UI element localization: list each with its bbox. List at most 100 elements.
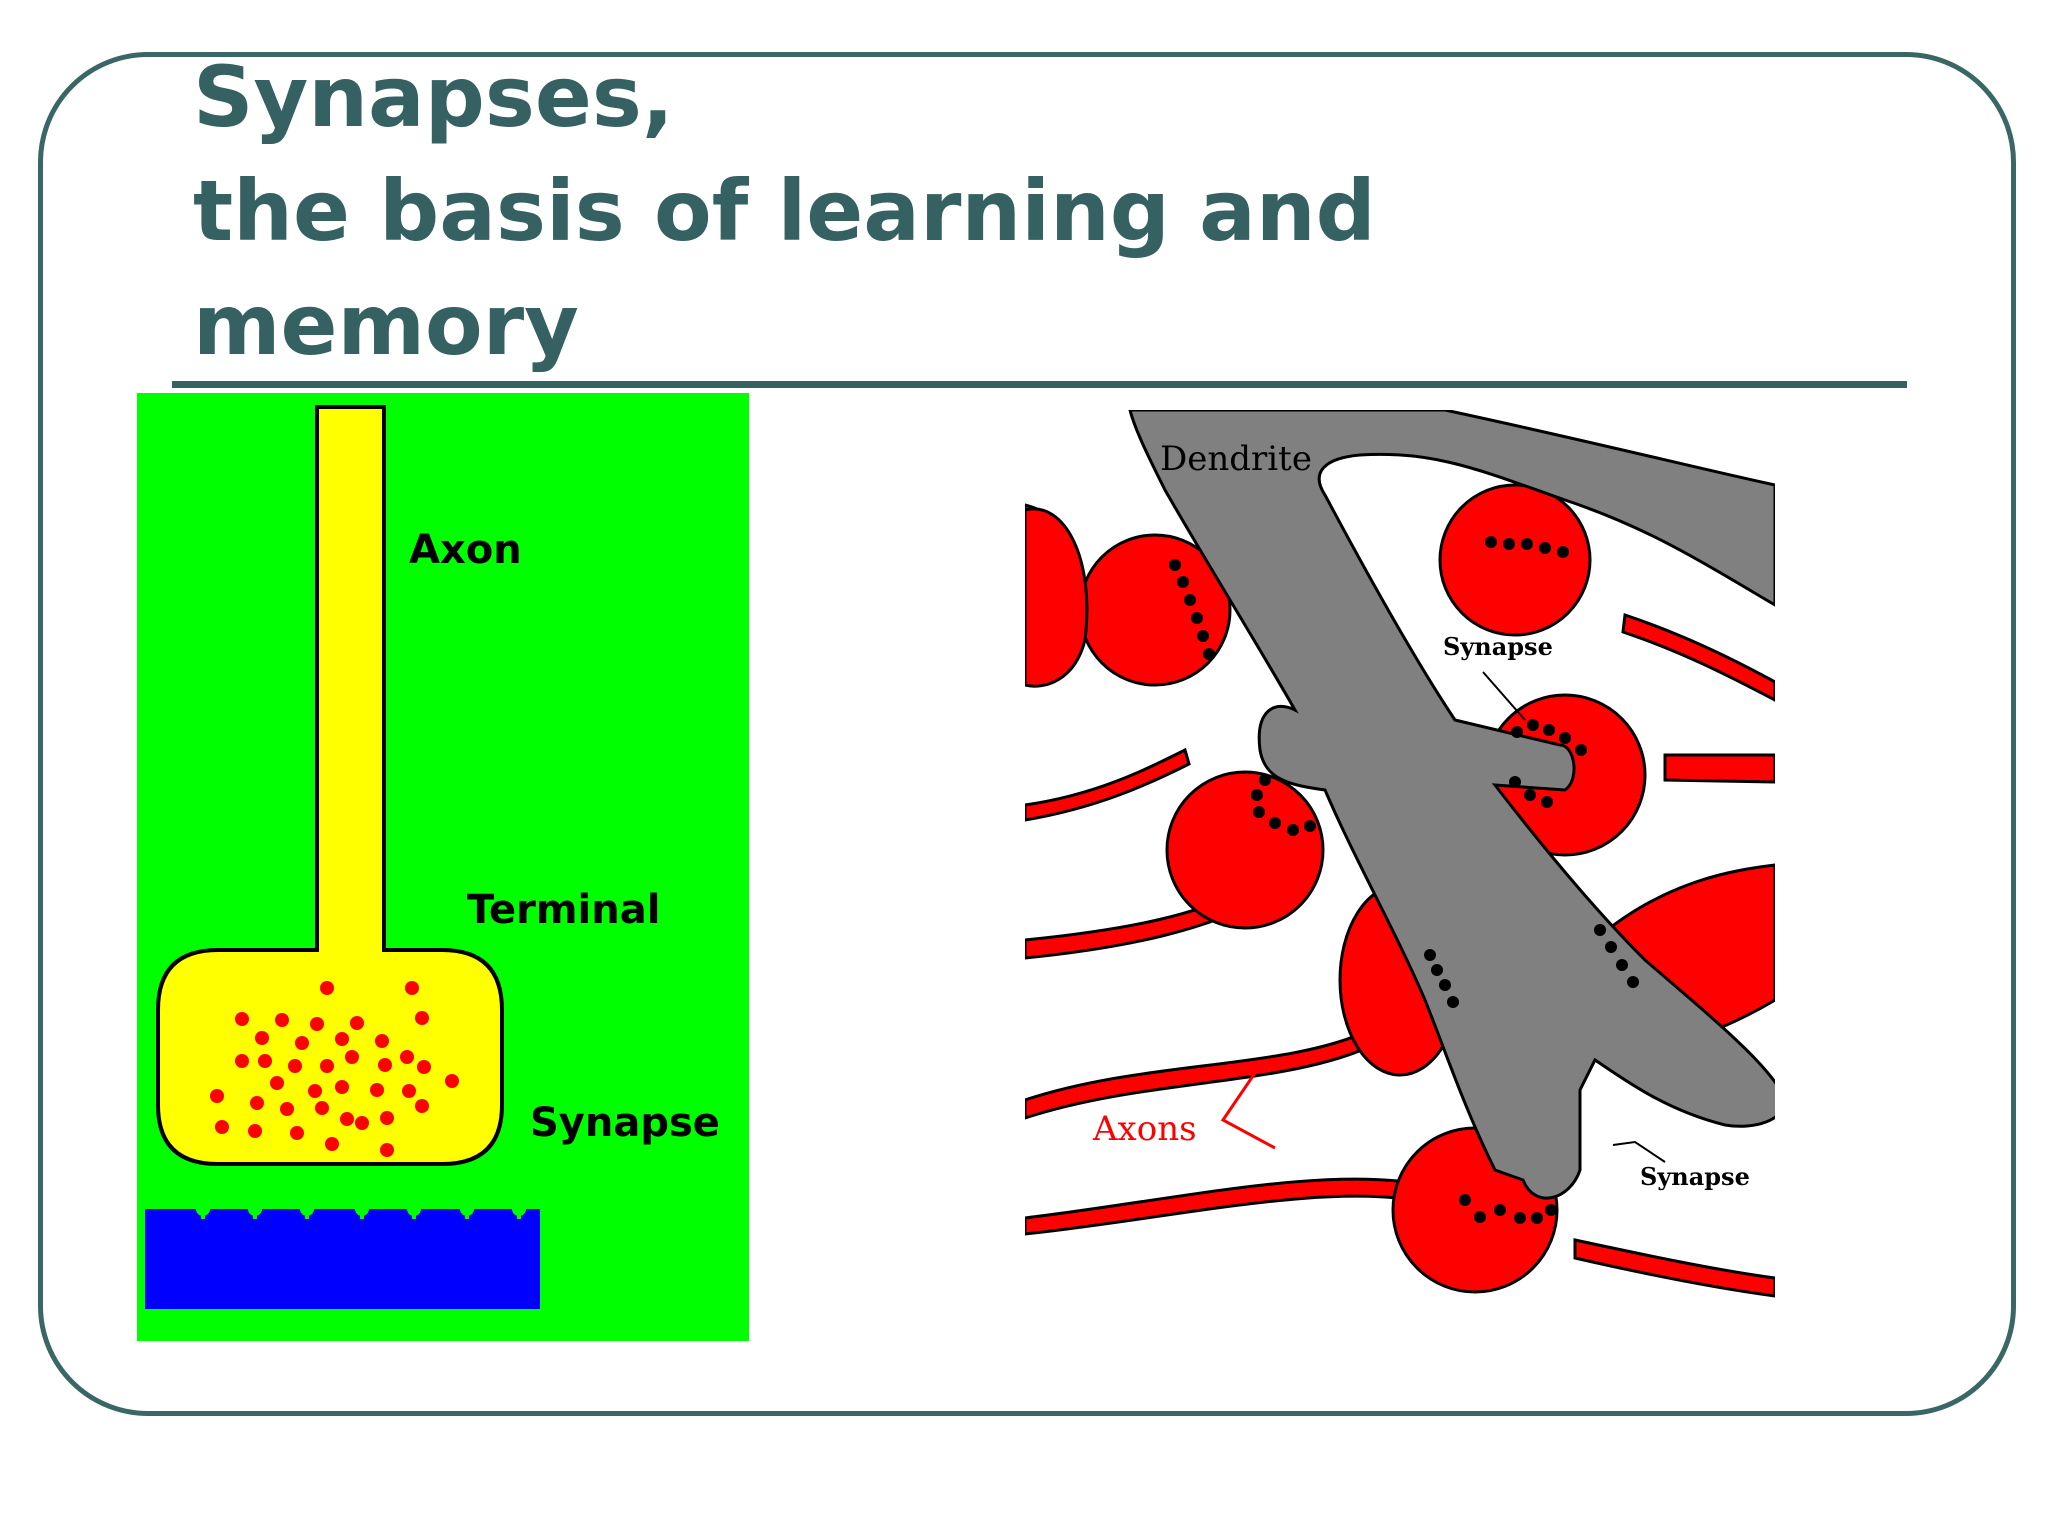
- synaptic-vesicles: [210, 981, 459, 1157]
- cleft-dot: [1527, 719, 1539, 731]
- vesicle: [378, 1058, 392, 1072]
- vesicle: [325, 1137, 339, 1151]
- vesicle: [370, 1083, 384, 1097]
- dendrite-axons-svg: Dendrite Synapse Synapse Axons: [1025, 410, 1775, 1318]
- vesicle: [340, 1112, 354, 1126]
- slide-title: Synapses, the basis of learning and memo…: [193, 40, 1376, 382]
- cleft-dot: [1439, 979, 1451, 991]
- vesicle: [445, 1074, 459, 1088]
- vesicle: [402, 1084, 416, 1098]
- vesicle: [295, 1036, 309, 1050]
- vesicle: [308, 1084, 322, 1098]
- terminal-label: Terminal: [467, 887, 660, 933]
- synapse-pointer-bottom: [1612, 1140, 1666, 1163]
- cleft-dot: [1424, 949, 1436, 961]
- vesicle: [210, 1089, 224, 1103]
- cleft-dot: [1511, 726, 1523, 738]
- vesicle: [258, 1054, 272, 1068]
- receptors: [196, 1202, 526, 1219]
- vesicle: [350, 1016, 364, 1030]
- cleft-dot: [1447, 996, 1459, 1008]
- cleft-dot: [1269, 817, 1281, 829]
- cleft-dot: [1431, 964, 1443, 976]
- axon-label: Axon: [409, 527, 522, 573]
- vesicle: [290, 1126, 304, 1140]
- cleft-dot: [1559, 732, 1571, 744]
- vesicle: [215, 1120, 229, 1134]
- receptor: [460, 1202, 474, 1216]
- cleft-dot: [1524, 789, 1536, 801]
- axons-label: Axons: [1092, 1109, 1197, 1149]
- cleft-dot: [1191, 612, 1203, 624]
- axon-terminal-diagram: Axon Terminal Synapse: [137, 393, 749, 1341]
- cleft-dot: [1287, 824, 1299, 836]
- title-line-2: the basis of learning and: [193, 162, 1376, 260]
- vesicle: [310, 1017, 324, 1031]
- cleft-dot: [1594, 924, 1606, 936]
- vesicle: [270, 1076, 284, 1090]
- cleft-dot: [1575, 744, 1587, 756]
- synapse-label-top: Synapse: [1443, 632, 1553, 661]
- synapse-label-bottom: Synapse: [1640, 1162, 1750, 1191]
- cleft-dot: [1485, 536, 1497, 548]
- vesicle: [315, 1101, 329, 1115]
- cleft-dot: [1177, 576, 1189, 588]
- axon-fiber: [1663, 753, 1775, 784]
- vesicle: [335, 1032, 349, 1046]
- cleft-dot: [1557, 546, 1569, 558]
- cleft-dot: [1509, 776, 1521, 788]
- cleft-dot: [1539, 542, 1551, 554]
- synapse-pointer-top: [1482, 671, 1526, 721]
- cleft-dot: [1541, 796, 1553, 808]
- receptor: [407, 1202, 421, 1216]
- vesicle: [320, 981, 334, 995]
- cleft-dot: [1304, 820, 1316, 832]
- vesicle: [275, 1013, 289, 1027]
- vesicle: [320, 1059, 334, 1073]
- axon-fibers: [1025, 503, 1775, 1298]
- receptor: [355, 1202, 369, 1216]
- diagram-background: [137, 393, 749, 1341]
- receptor: [196, 1202, 210, 1216]
- vesicle: [280, 1102, 294, 1116]
- cleft-dot: [1605, 941, 1617, 953]
- cleft-dot: [1184, 594, 1196, 606]
- cleft-dot: [1514, 1212, 1526, 1224]
- axon-shaft: [156, 405, 504, 1166]
- cleft-dot: [1494, 1204, 1506, 1216]
- axon-fiber: [1573, 1238, 1775, 1298]
- vesicle: [288, 1059, 302, 1073]
- vesicle: [415, 1099, 429, 1113]
- vesicle: [250, 1096, 264, 1110]
- cleft-dot: [1616, 959, 1628, 971]
- cleft-dot: [1203, 648, 1215, 660]
- vesicle: [405, 981, 419, 995]
- dendrite-axons-diagram: Dendrite Synapse Synapse Axons: [1025, 410, 1775, 1318]
- cleft-dot: [1521, 538, 1533, 550]
- cleft-dot: [1543, 724, 1555, 736]
- receptor: [512, 1202, 526, 1216]
- cleft-dot: [1253, 806, 1265, 818]
- cleft-dot: [1459, 1194, 1471, 1206]
- receptor: [300, 1202, 314, 1216]
- vesicle: [345, 1050, 359, 1064]
- vesicle: [248, 1124, 262, 1138]
- axon-terminal-svg: Axon Terminal Synapse: [137, 393, 749, 1341]
- cleft-dot: [1627, 976, 1639, 988]
- vesicle: [415, 1011, 429, 1025]
- axon-terminal-bulb: [1438, 483, 1592, 637]
- vesicle: [235, 1054, 249, 1068]
- cleft-dot: [1474, 1211, 1486, 1223]
- title-underline: [172, 381, 1907, 388]
- vesicle: [417, 1060, 431, 1074]
- vesicle: [400, 1050, 414, 1064]
- vesicle: [255, 1031, 269, 1045]
- vesicle: [380, 1143, 394, 1157]
- receptor: [248, 1202, 262, 1216]
- vesicle: [355, 1116, 369, 1130]
- title-line-3: memory: [193, 276, 579, 374]
- vesicle: [380, 1111, 394, 1125]
- cleft-dot: [1503, 538, 1515, 550]
- dendrite-trunk: [1128, 410, 1775, 1200]
- slide-frame: [38, 52, 2016, 1416]
